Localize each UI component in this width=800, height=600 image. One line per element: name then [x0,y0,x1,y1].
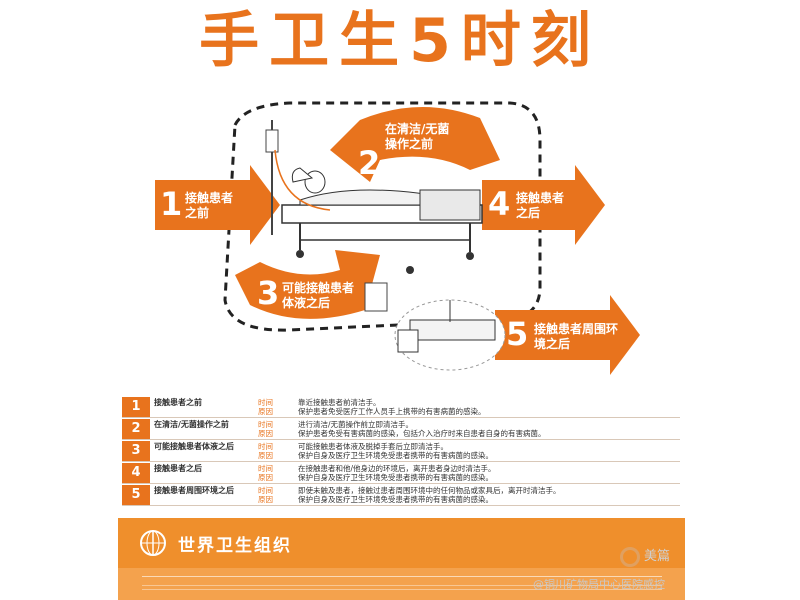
table-row: 4 接触患者之后 时间 原因 在接触患者和他/他身边的环境后，离开患者身边时清洁… [122,463,680,484]
reason-key: 原因 [258,495,273,504]
row-name: 可能接触患者体液之后 [154,442,234,451]
time-key: 时间 [258,442,273,451]
moment-1-number: 1 [160,185,183,223]
moment-1-label: 接触患者之前 [185,191,234,220]
table-row: 2 在清洁/无菌操作之前 时间 原因 进行清洁/无菌操作前立即清洁手。 保护患者… [122,419,680,440]
account-watermark: @铜川矿物局中心医院感控 [533,578,665,591]
table-row: 1 接触患者之前 时间 原因 靠近接触患者前清洁手。 保护患者免受医疗工作人员手… [122,397,680,418]
moment-5-label: 接触患者周围环境之后 [534,322,619,351]
moments-diagram [155,101,640,375]
reason-key: 原因 [258,407,273,416]
moment-5-number: 5 [506,315,529,353]
row-number: 5 [122,485,150,505]
row-reason: 保护自身及医疗卫生环境免受患者携带的有害病菌的感染。 [298,495,493,504]
fine-print [142,576,662,593]
app-watermark-text: 美篇 [644,549,671,564]
row-number: 3 [122,441,150,461]
row-number: 1 [122,397,150,417]
row-time: 靠近接触患者前清洁手。 [298,398,381,407]
row-reason: 保护自身及医疗卫生环境免受患者携带的有害病菌的感染。 [298,451,493,460]
row-number: 2 [122,419,150,439]
row-name: 在清洁/无菌操作之前 [154,420,229,429]
app-logo-icon [620,546,640,567]
moment-2-label: 在清洁/无菌操作之前 [385,122,450,151]
row-reason: 保护自身及医疗卫生环境免受患者携带的有害病菌的感染。 [298,473,493,482]
row-reason: 保护患者免受医疗工作人员手上携带的有害病菌的感染。 [298,407,486,416]
app-watermark: 美篇 [620,545,670,567]
time-key: 时间 [258,398,273,407]
row-time: 在接触患者和他/他身边的环境后，离开患者身边时清洁手。 [298,464,496,473]
moment-2-number: 2 [358,144,381,182]
reason-key: 原因 [258,473,273,482]
time-key: 时间 [258,464,273,473]
time-key: 时间 [258,420,273,429]
row-name: 接触患者之前 [154,398,202,407]
who-footer: 世界卫生组织 [118,518,685,600]
iv-bag [265,129,279,153]
moment-3-arrow [235,250,380,319]
environment-bed-illustration [394,299,506,371]
hospital-bed-illustration [274,149,483,274]
row-name: 接触患者之后 [154,464,202,473]
moment-2-arrow [330,106,500,182]
time-key: 时间 [258,486,273,495]
row-reason: 保护患者免受有害病菌的感染，包括介入治疗时来自患者自身的有害病菌。 [298,429,546,438]
reason-key: 原因 [258,429,273,438]
who-emblem-icon [140,530,166,556]
row-number: 4 [122,463,150,483]
org-name: 世界卫生组织 [178,536,292,556]
reason-key: 原因 [258,451,273,460]
moment-1-arrow [155,165,280,245]
row-time: 进行清洁/无菌操作前立即清洁手。 [298,420,414,429]
patient-zone-dashed-loop [223,101,542,332]
moment-4-arrow [482,165,605,245]
moment-3-label: 可能接触患者体液之后 [282,281,355,310]
table-row: 5 接触患者周围环境之后 时间 原因 即使未触及患者，接触过患者周围环境中的任何… [122,485,680,506]
row-time: 即使未触及患者，接触过患者周围环境中的任何物品或家具后，离开时清洁手。 [298,486,561,495]
row-time: 可能接触患者体液及脱掉手套后立即清洁手。 [298,442,448,451]
moments-table: 1 接触患者之前 时间 原因 靠近接触患者前清洁手。 保护患者免受医疗工作人员手… [122,397,680,506]
row-name: 接触患者周围环境之后 [154,486,234,495]
footer-band [118,518,685,568]
moment-5-arrow [495,295,640,375]
table-row: 3 可能接触患者体液之后 时间 原因 可能接触患者体液及脱掉手套后立即清洁手。 … [122,441,680,462]
drainage-bag [364,282,388,312]
moment-3-number: 3 [257,274,280,312]
moment-4-number: 4 [488,185,511,223]
moment-4-label: 接触患者之后 [516,191,565,220]
page-title: 手卫生5时刻 [199,6,601,76]
